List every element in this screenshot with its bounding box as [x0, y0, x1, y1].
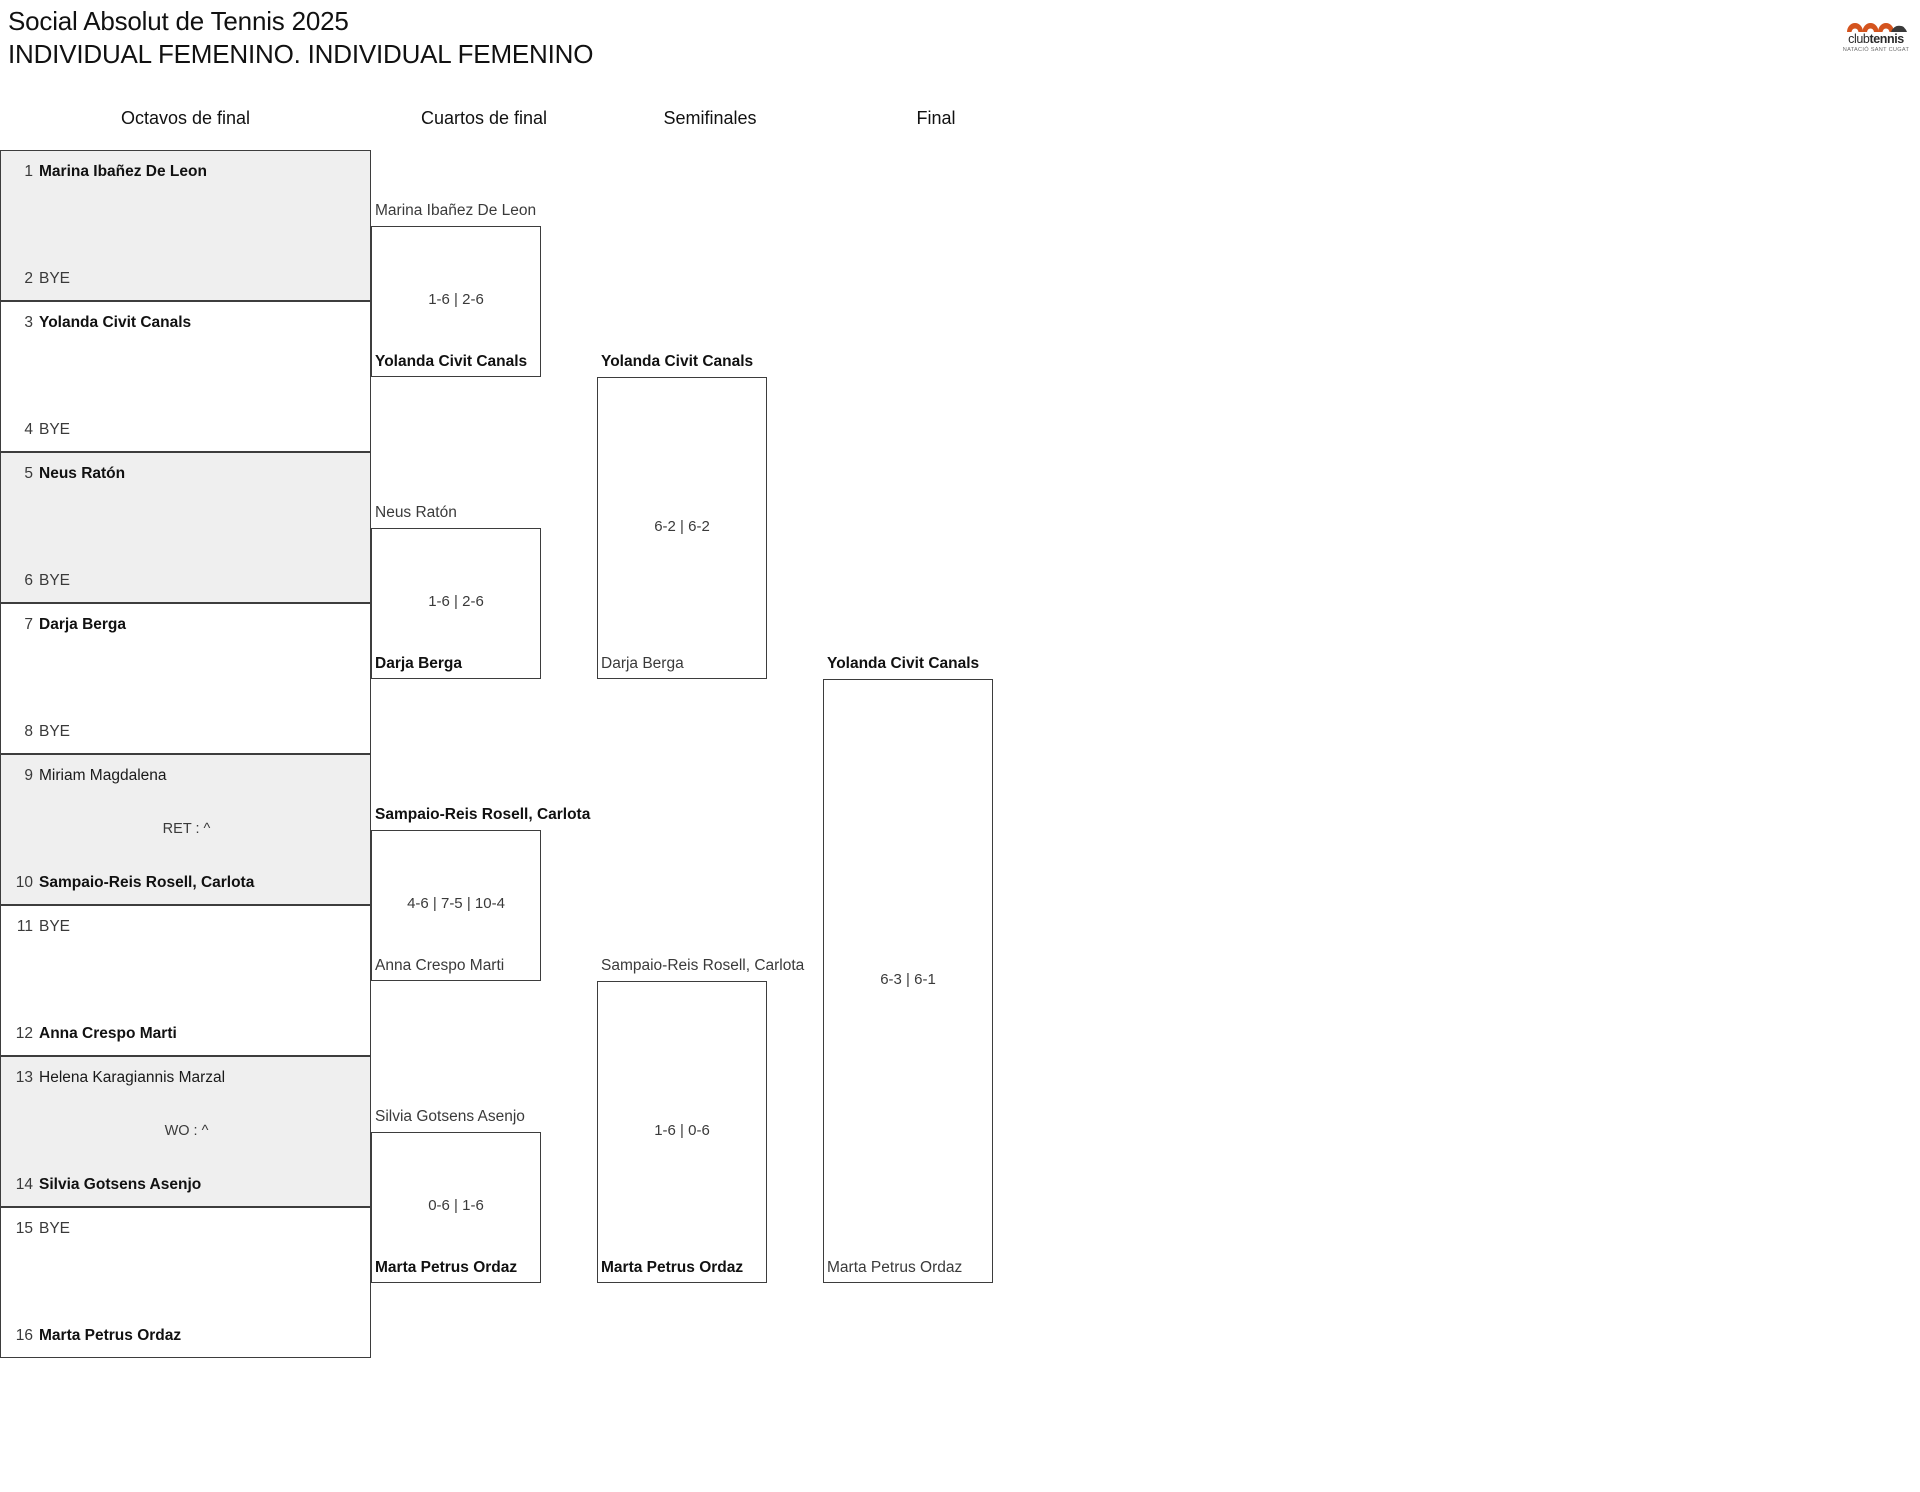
- player-name: Neus Ratón: [375, 503, 457, 521]
- seed-row[interactable]: 14 Silvia Gotsens Asenjo: [1, 1172, 372, 1198]
- player-name: Miriam Magdalena: [39, 767, 167, 784]
- qf-match-box[interactable]: [371, 527, 541, 679]
- seed-row[interactable]: 3 Yolanda Civit Canals: [1, 310, 372, 336]
- final-match-box[interactable]: [823, 678, 993, 1283]
- round-header-final: Final: [916, 108, 956, 128]
- seed-number: 3: [24, 314, 33, 331]
- seed-row[interactable]: 10 Sampaio-Reis Rosell, Carlota: [1, 870, 372, 896]
- seed-row[interactable]: 16 Marta Petrus Ordaz: [1, 1323, 372, 1349]
- seed-number: 4: [24, 421, 33, 438]
- tournament-title: Social Absolut de Tennis 2025: [8, 6, 349, 36]
- player-name: Sampaio-Reis Rosell, Carlota: [601, 956, 805, 974]
- player-name: Marta Petrus Ordaz: [39, 1327, 182, 1344]
- seed-row[interactable]: 6 BYE: [1, 568, 372, 594]
- match-annotation: WO : ^: [164, 1122, 209, 1139]
- player-name: Silvia Gotsens Asenjo: [375, 1107, 525, 1125]
- player-name: Sampaio-Reis Rosell, Carlota: [375, 805, 591, 823]
- seed-number: 12: [15, 1025, 33, 1042]
- player-name: Marina Ibañez De Leon: [39, 163, 207, 180]
- player-name: Anna Crespo Marti: [39, 1025, 177, 1042]
- r1-match-block[interactable]: 15 BYE 16 Marta Petrus Ordaz: [0, 1207, 371, 1358]
- club-tennis-logo: clubtennis NATACIÓ SANT CUGAT: [1840, 8, 1912, 60]
- seed-number: 16: [15, 1327, 33, 1344]
- qf-match-box[interactable]: [371, 225, 541, 377]
- player-name: Darja Berga: [39, 616, 127, 633]
- r1-match-block[interactable]: 9 Miriam Magdalena 10 Sampaio-Reis Rosell, …: [0, 754, 371, 905]
- category-title: INDIVIDUAL FEMENINO. INDIVIDUAL FEMENINO: [8, 39, 594, 69]
- seed-row[interactable]: 9 Miriam Magdalena: [1, 763, 372, 789]
- seed-number: 7: [24, 616, 33, 633]
- seed-row[interactable]: 12 Anna Crespo Marti: [1, 1021, 372, 1047]
- bye-label: BYE: [39, 723, 71, 740]
- logo-word-club: club: [1848, 32, 1870, 46]
- logo-wordmark: clubtennis: [1840, 32, 1912, 46]
- seed-number: 10: [15, 874, 33, 891]
- bye-label: BYE: [39, 270, 71, 287]
- seed-number: 6: [24, 572, 33, 589]
- round-header-semifinales: Semifinales: [663, 108, 757, 128]
- seed-row[interactable]: 7 Darja Berga: [1, 612, 372, 638]
- player-name: Yolanda Civit Canals: [827, 654, 980, 672]
- player-name: Darja Berga: [601, 654, 684, 672]
- seed-row[interactable]: 1 Marina Ibañez De Leon: [1, 159, 372, 185]
- match-score: 4-6 | 7-5 | 10-4: [407, 895, 505, 912]
- seed-number: 11: [16, 918, 33, 935]
- seed-number: 2: [24, 270, 33, 287]
- bye-label: BYE: [39, 1220, 71, 1237]
- round-header-octavos: Octavos de final: [120, 108, 251, 128]
- bye-label: BYE: [39, 421, 71, 438]
- sf-match-box[interactable]: [597, 376, 767, 679]
- seed-row[interactable]: 11 BYE: [1, 914, 372, 940]
- bye-label: BYE: [39, 918, 71, 935]
- logo-arches-icon: [1847, 23, 1907, 32]
- qf-match-box[interactable]: [371, 1131, 541, 1283]
- qf-match-box[interactable]: [371, 829, 541, 981]
- round-header-cuartos: Cuartos de final: [420, 108, 548, 128]
- seed-number: 15: [15, 1220, 33, 1237]
- page-header: Social Absolut de Tennis 2025 INDIVIDUAL…: [0, 0, 1920, 92]
- seed-number: 9: [24, 767, 33, 784]
- player-name: Yolanda Civit Canals: [39, 314, 192, 331]
- seed-row[interactable]: 8 BYE: [1, 719, 372, 745]
- logo-word-tennis: tennis: [1869, 32, 1904, 46]
- match-score: 0-6 | 1-6: [428, 1197, 484, 1214]
- bye-label: BYE: [39, 572, 71, 589]
- player-name: Neus Ratón: [39, 465, 126, 482]
- player-name: Helena Karagiannis Marzal: [39, 1069, 226, 1086]
- r1-match-block[interactable]: 11 BYE 12 Anna Crespo Marti: [0, 905, 371, 1056]
- logo-subtitle: NATACIÓ SANT CUGAT: [1842, 47, 1910, 53]
- seed-number: 1: [24, 163, 33, 180]
- player-name: Silvia Gotsens Asenjo: [39, 1176, 202, 1193]
- seed-number: 5: [24, 465, 33, 482]
- seed-number: 14: [15, 1176, 33, 1193]
- r1-match-block[interactable]: 5 Neus Ratón 6 BYE: [0, 452, 371, 603]
- seed-number: 8: [24, 723, 33, 740]
- match-score: 1-6 | 2-6: [428, 291, 484, 308]
- seed-row[interactable]: 5 Neus Ratón: [1, 461, 372, 487]
- match-score: 6-3 | 6-1: [880, 970, 936, 988]
- match-score: 6-2 | 6-2: [654, 517, 710, 535]
- player-name: Yolanda Civit Canals: [601, 352, 754, 370]
- r1-match-block[interactable]: 3 Yolanda Civit Canals 4 BYE: [0, 301, 371, 452]
- seed-row[interactable]: 15 BYE: [1, 1216, 372, 1242]
- player-name: Darja Berga: [375, 654, 463, 672]
- seed-row[interactable]: 4 BYE: [1, 417, 372, 443]
- seed-row[interactable]: 2 BYE: [1, 266, 372, 292]
- player-name: Marina Ibañez De Leon: [375, 201, 537, 219]
- match-annotation: RET : ^: [162, 820, 211, 837]
- r1-match-block[interactable]: 1 Marina Ibañez De Leon 2 BYE: [0, 150, 371, 301]
- r1-match-block[interactable]: 7 Darja Berga 8 BYE: [0, 603, 371, 754]
- player-name: Anna Crespo Marti: [375, 956, 505, 974]
- seed-number: 13: [15, 1069, 33, 1086]
- seed-row[interactable]: 13 Helena Karagiannis Marzal: [1, 1065, 372, 1091]
- player-name: Marta Petrus Ordaz: [827, 1258, 963, 1276]
- r1-match-block[interactable]: 13 Helena Karagiannis Marzal 14 Silvia Gots…: [0, 1056, 371, 1207]
- match-score: 1-6 | 2-6: [428, 593, 484, 610]
- player-name: Marta Petrus Ordaz: [601, 1258, 744, 1276]
- sf-match-box[interactable]: [597, 980, 767, 1283]
- match-score: 1-6 | 0-6: [654, 1121, 710, 1139]
- player-name: Sampaio-Reis Rosell, Carlota: [39, 874, 255, 891]
- player-name: Marta Petrus Ordaz: [375, 1258, 518, 1276]
- player-name: Yolanda Civit Canals: [375, 352, 528, 370]
